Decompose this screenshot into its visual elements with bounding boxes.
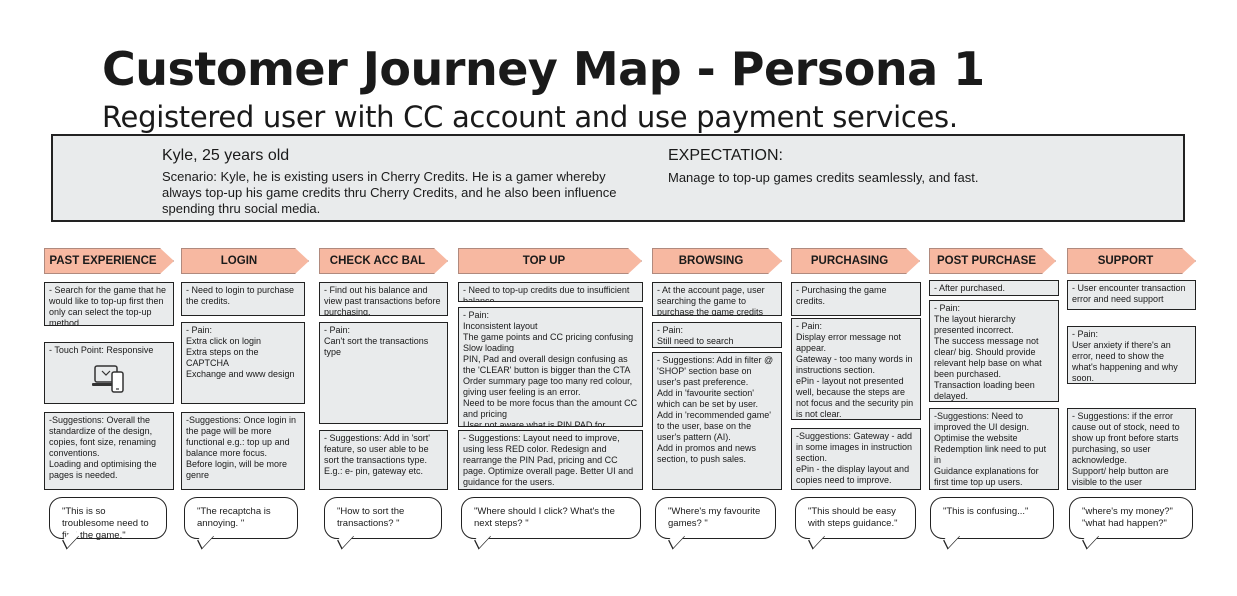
suggestion-card-login: -Suggestions: Once login in the page wil…: [181, 412, 305, 490]
suggestion-card-support: - Suggestions: if the error cause out of…: [1067, 408, 1196, 490]
suggestion-card-purchasing: -Suggestions: Gateway - add in some imag…: [791, 428, 921, 490]
quote-text: "The recaptcha is annoying. ": [197, 506, 271, 529]
bubble-tail: [808, 527, 825, 550]
bubble-tail: [474, 527, 491, 550]
pain-card-login: - Pain: Extra click on login Extra steps…: [181, 322, 305, 404]
bubble-tail: [1082, 527, 1099, 550]
stage-purchasing: PURCHASING: [791, 248, 920, 274]
stage-past-experience: PAST EXPERIENCE: [44, 248, 174, 274]
action-card-check-acc-bal: - Find out his balance and view past tra…: [319, 282, 448, 316]
page-subtitle: Registered user with CC account and use …: [102, 100, 958, 134]
pain-card-top-up: - Pain: Inconsistent layout The game poi…: [458, 307, 643, 427]
suggestion-card-browsing: - Suggestions: Add in filter @ 'SHOP' se…: [652, 352, 782, 490]
stage-post-purchase: POST PURCHASE: [929, 248, 1056, 274]
quote-bubble-login: "The recaptcha is annoying. ": [184, 497, 298, 550]
action-card-support: - User encounter transaction error and n…: [1067, 280, 1196, 310]
suggestion-card-past-experience: -Suggestions: Overall the standardize of…: [44, 412, 174, 490]
quote-text: "This is confusing...": [943, 506, 1029, 517]
stage-support: SUPPORT: [1067, 248, 1196, 274]
quote-text: "This is so troublesome need to find the…: [62, 506, 149, 541]
expectation-title: EXPECTATION:: [668, 147, 783, 164]
touch-point-label: - Touch Point: Responsive: [49, 345, 154, 355]
quote-bubble-past-experience: "This is so troublesome need to find the…: [49, 497, 167, 550]
bubble-tail: [337, 527, 354, 550]
quote-bubble-top-up: "Where should I click? What's the next s…: [461, 497, 641, 550]
responsive-devices-icon: [92, 364, 126, 394]
suggestion-card-check-acc-bal: - Suggestions: Add in 'sort' feature, so…: [319, 430, 448, 490]
bubble-tail: [668, 527, 685, 550]
quote-bubble-post-purchase: "This is confusing...": [930, 497, 1054, 550]
expectation-text: Manage to top-up games credits seamlessl…: [668, 170, 979, 185]
quote-bubble-browsing: "Where's my favourite games? ": [655, 497, 776, 550]
pain-card-post-purchase: - Pain: The layout hierarchy presented i…: [929, 300, 1059, 402]
persona-name: Kyle, 25 years old: [162, 147, 290, 164]
quote-bubble-support: "where's my money?" "what had happen?": [1069, 497, 1193, 550]
action-card-past-experience: - Search for the game that he would like…: [44, 282, 174, 326]
stage-browsing: BROWSING: [652, 248, 782, 274]
page-title: Customer Journey Map - Persona 1: [102, 42, 985, 96]
pain-card-browsing: - Pain: Still need to search: [652, 322, 782, 348]
quote-bubble-purchasing: "This should be easy with steps guidance…: [795, 497, 916, 550]
quote-text: "This should be easy with steps guidance…: [808, 506, 898, 529]
stage-top-up: TOP UP: [458, 248, 642, 274]
pain-card-purchasing: - Pain: Display error message not appear…: [791, 318, 921, 420]
action-card-post-purchase: - After purchased.: [929, 280, 1059, 296]
suggestion-card-top-up: - Suggestions: Layout need to improve, u…: [458, 430, 643, 490]
stage-login: LOGIN: [181, 248, 309, 274]
pain-card-support: - Pain: User anxiety if there's an error…: [1067, 326, 1196, 384]
pain-card-past-experience: - Touch Point: Responsive: [44, 342, 174, 404]
quote-text: "Where should I click? What's the next s…: [474, 506, 615, 529]
quote-text: "Where's my favourite games? ": [668, 506, 761, 529]
persona-panel: [51, 134, 1185, 222]
pain-card-check-acc-bal: - Pain: Can't sort the transactions type: [319, 322, 448, 424]
suggestion-card-post-purchase: -Suggestions: Need to improved the UI de…: [929, 408, 1059, 490]
quote-text: "where's my money?" "what had happen?": [1082, 506, 1173, 529]
bubble-tail: [197, 527, 214, 550]
stage-check-acc-bal: CHECK ACC BAL: [319, 248, 448, 274]
quote-text: "How to sort the transactions? ": [337, 506, 405, 529]
action-card-login: - Need to login to purchase the credits.: [181, 282, 305, 316]
persona-scenario: Scenario: Kyle, he is existing users in …: [162, 169, 617, 216]
bubble-tail: [943, 527, 960, 550]
action-card-browsing: - At the account page, user searching th…: [652, 282, 782, 316]
action-card-top-up: - Need to top-up credits due to insuffic…: [458, 282, 643, 302]
action-card-purchasing: - Purchasing the game credits.: [791, 282, 921, 316]
quote-bubble-check-acc-bal: "How to sort the transactions? ": [324, 497, 442, 550]
